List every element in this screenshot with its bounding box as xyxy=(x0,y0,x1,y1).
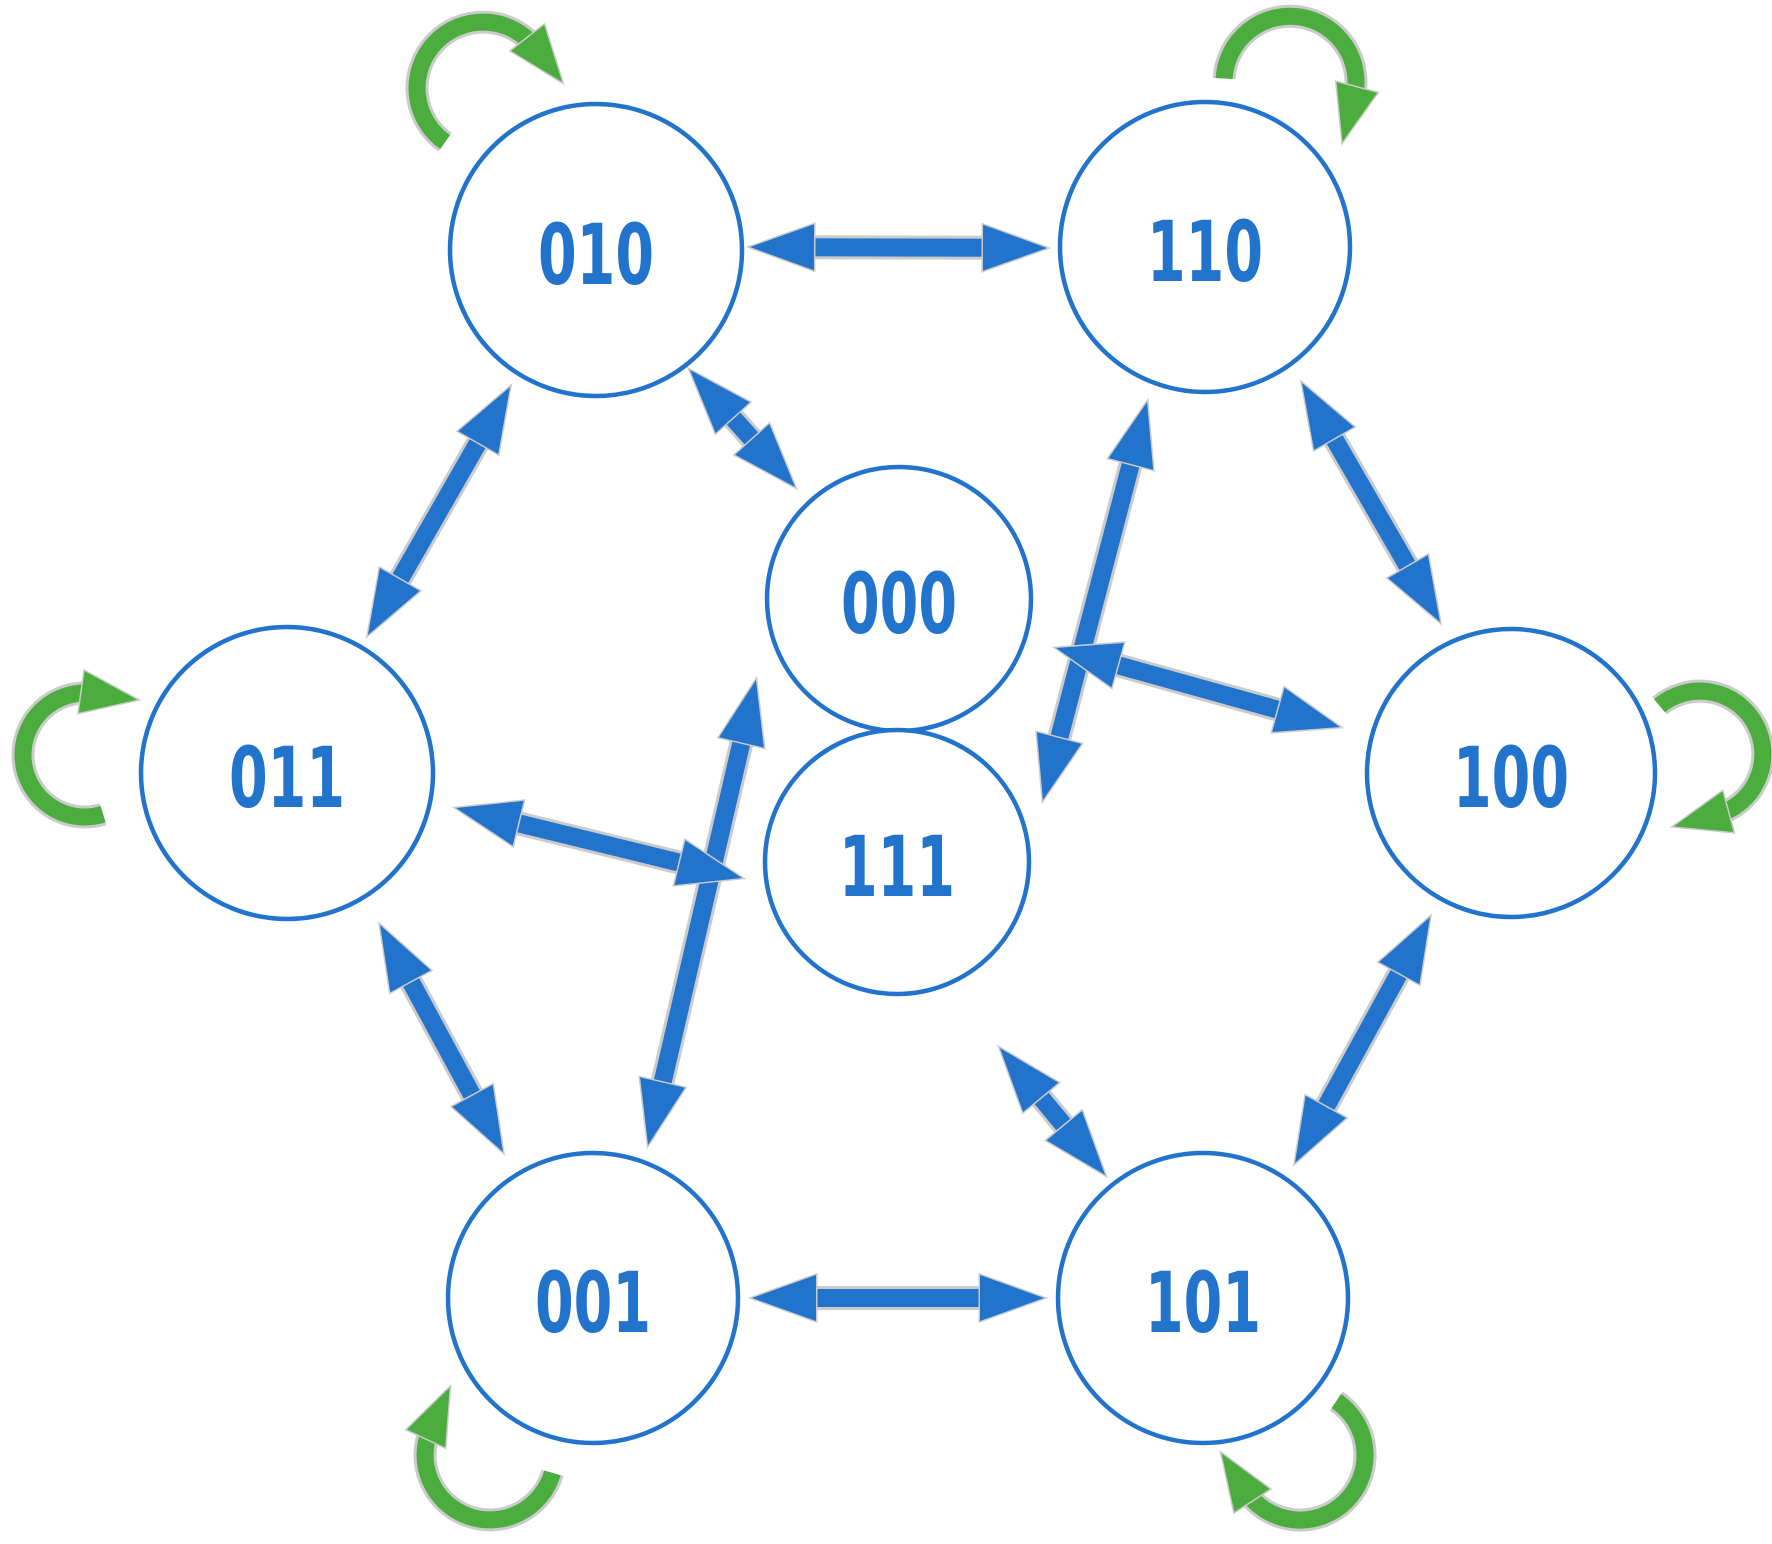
state-label-001: 001 xyxy=(535,1254,651,1352)
edge-010-011 xyxy=(365,383,513,639)
self-loop-110 xyxy=(1215,7,1380,146)
edge-111-101 xyxy=(997,1044,1108,1179)
state-label-010: 010 xyxy=(538,206,654,304)
self-loop-011 xyxy=(14,668,142,826)
edges-layer xyxy=(365,222,1443,1324)
state-label-101: 101 xyxy=(1145,1254,1261,1352)
self-loop-101 xyxy=(1219,1394,1374,1529)
edge-110-100 xyxy=(1299,379,1443,626)
state-node-010 xyxy=(447,101,745,399)
nodes-layer xyxy=(138,99,1658,1446)
edge-000-001 xyxy=(638,675,766,1150)
state-label-000: 000 xyxy=(841,555,957,653)
self-loop-100 xyxy=(1654,682,1772,834)
self-loop-001 xyxy=(404,1383,561,1529)
state-label-111: 111 xyxy=(839,818,955,916)
labels-layer: 010 110 000 011 100 111 001 101 xyxy=(229,203,1569,1352)
edge-100-101 xyxy=(1292,913,1433,1167)
state-label-011: 011 xyxy=(229,729,345,827)
state-node-101 xyxy=(1055,1150,1351,1446)
edge-011-111 xyxy=(451,799,747,887)
edge-010-000 xyxy=(686,366,799,491)
state-node-111 xyxy=(762,727,1032,997)
self-loop-010 xyxy=(408,13,565,150)
edge-110-111 xyxy=(1035,397,1155,805)
edge-010-110 xyxy=(745,222,1052,273)
state-node-100 xyxy=(1364,626,1658,920)
state-label-100: 100 xyxy=(1453,729,1569,827)
edge-011-001 xyxy=(377,921,506,1156)
state-node-011 xyxy=(138,624,436,922)
state-label-110: 110 xyxy=(1147,203,1263,301)
edge-000-100 xyxy=(1051,641,1345,734)
self-loops-layer xyxy=(11,4,1772,1532)
state-node-001 xyxy=(445,1150,741,1446)
state-node-110 xyxy=(1057,99,1353,395)
